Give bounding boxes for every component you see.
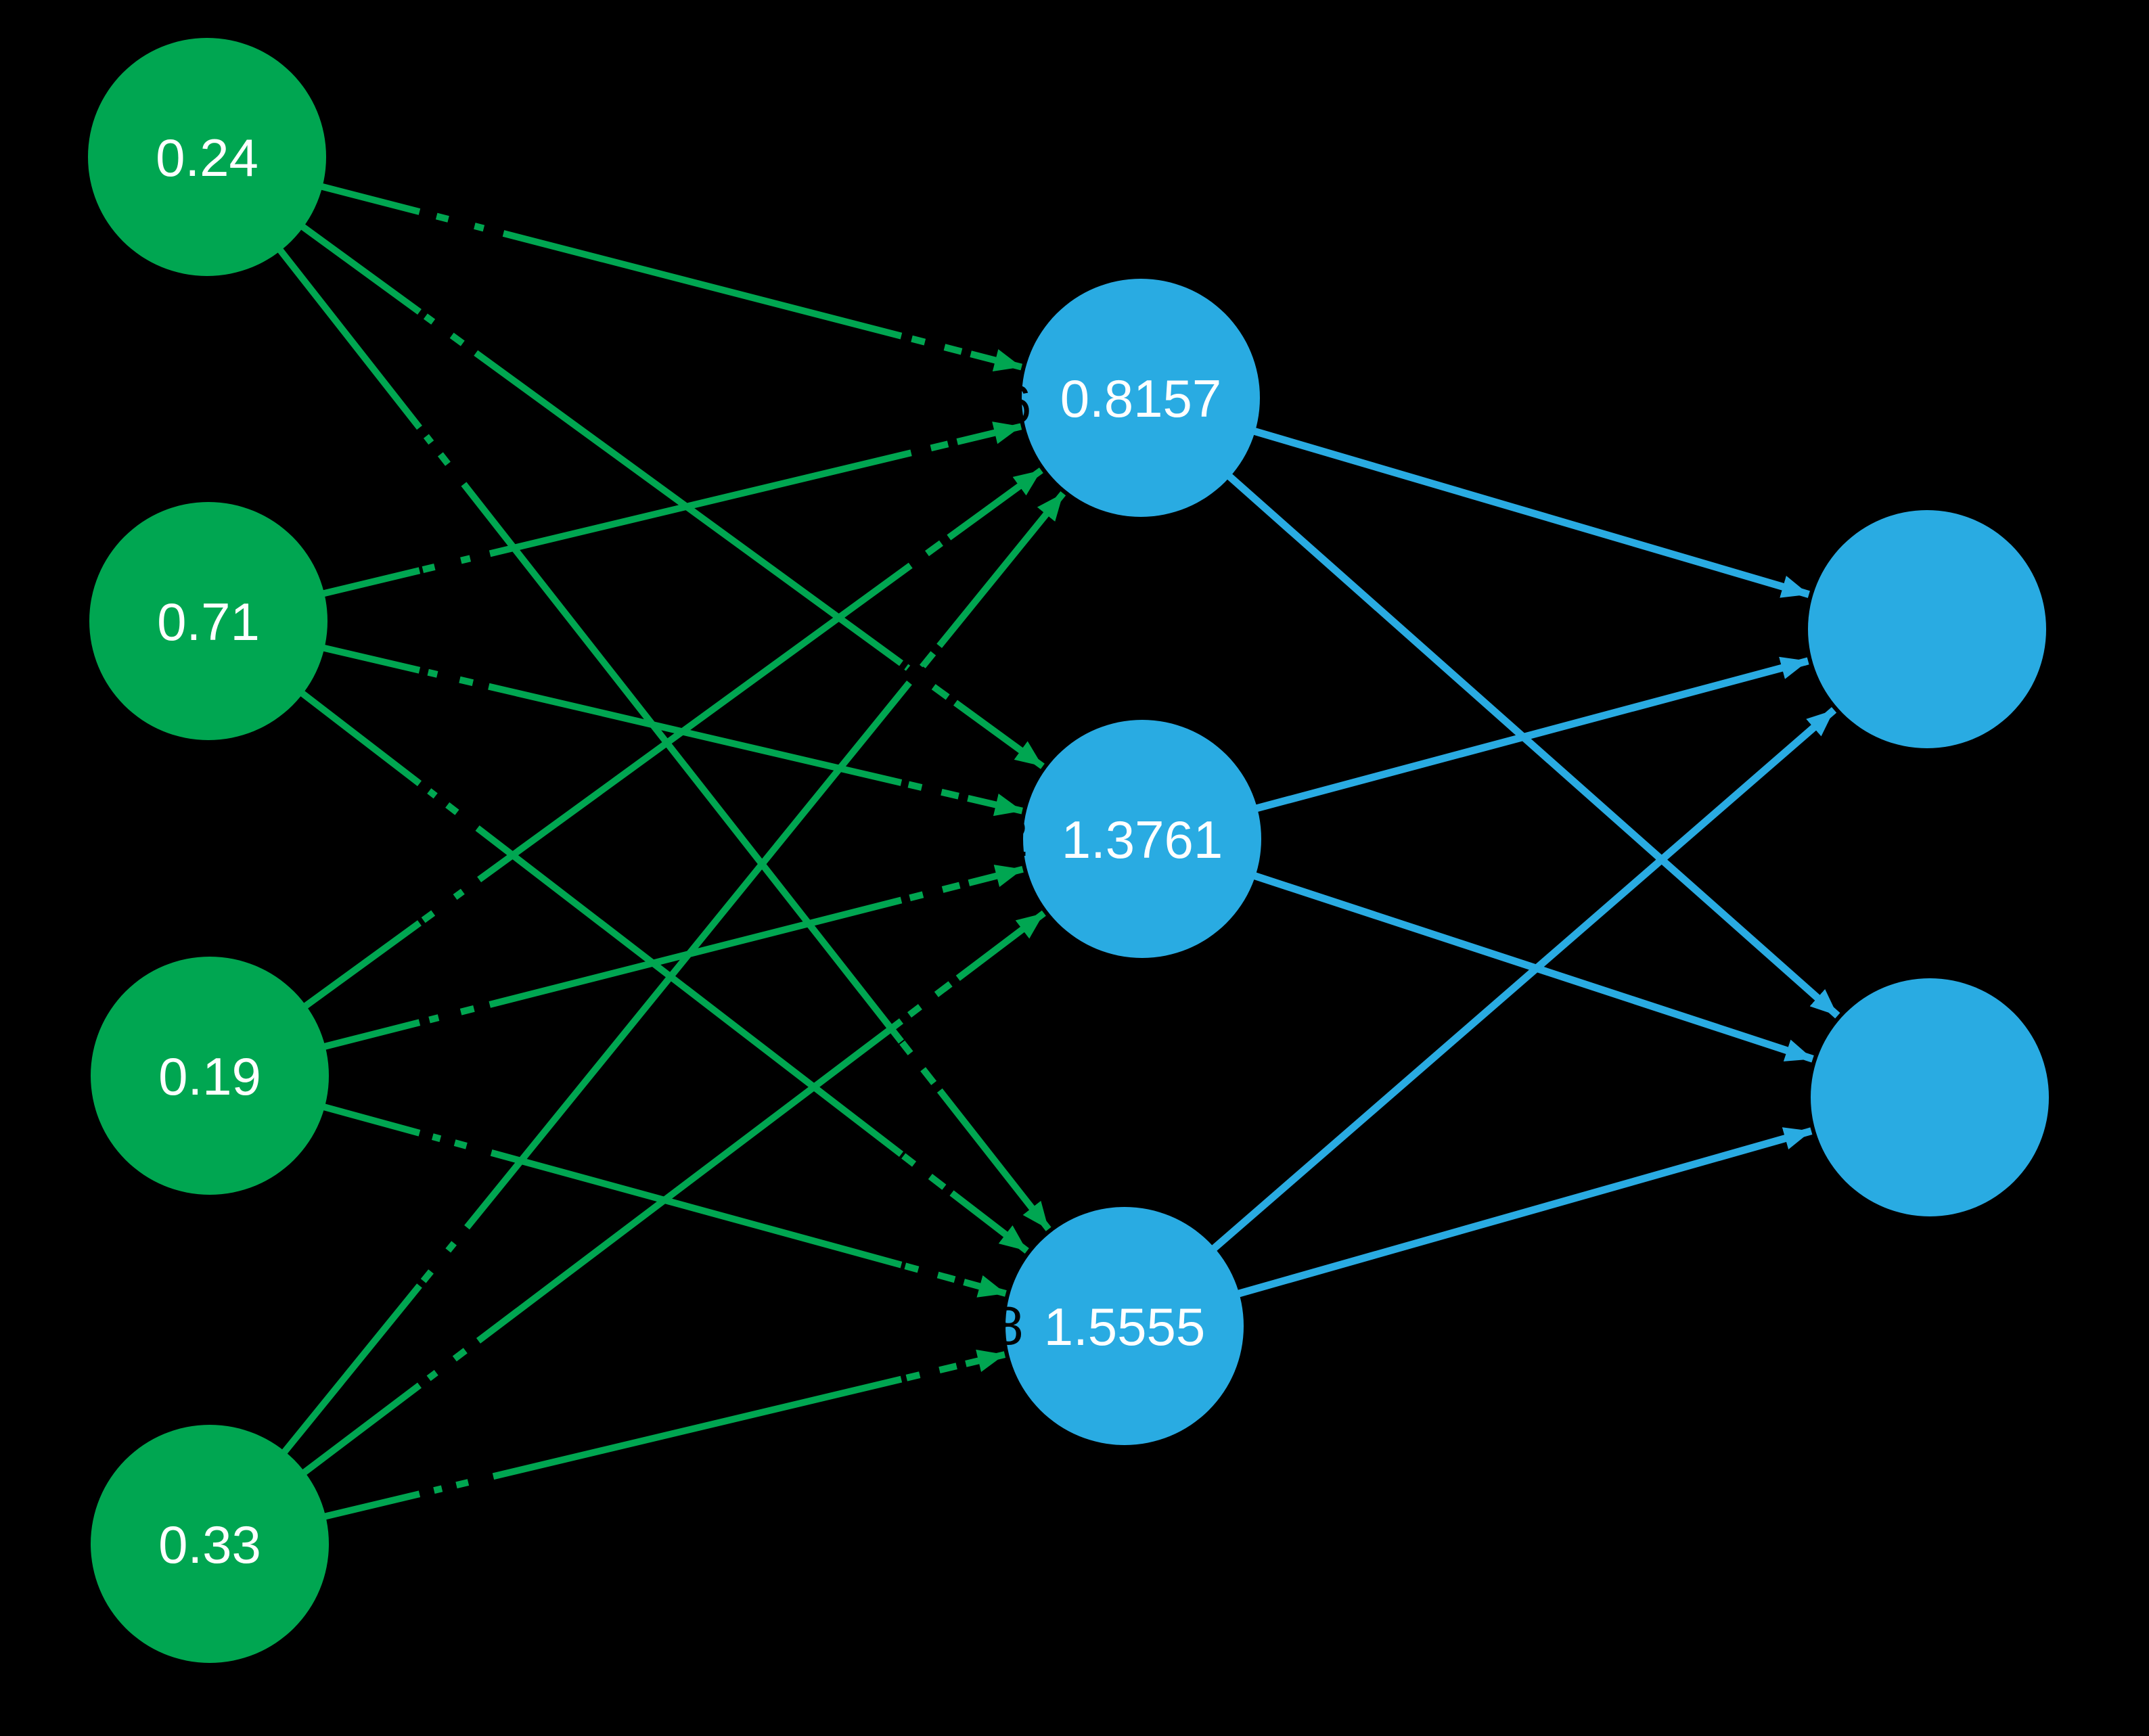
edge-i1-h3 <box>204 154 1051 1231</box>
node-value-i2: 0.71 <box>157 592 260 652</box>
input-node-i3 <box>91 957 329 1195</box>
node-labels-layer: 0.24 0.71 0.19 0.33 0.8157 1.3761 1.5555 <box>156 128 1223 1574</box>
edge-label-occlusion <box>412 774 552 889</box>
edge-label-occlusion <box>899 326 981 366</box>
edge-label-occlusion <box>899 1350 981 1390</box>
edge-label-occlusion <box>416 1122 548 1179</box>
edge-label-occlusion <box>412 302 552 413</box>
edge-label-occlusion <box>410 1124 554 1294</box>
edge-occlusions-layer <box>410 200 987 1505</box>
edge-label-occlusion <box>417 529 547 582</box>
edge-label-occlusion <box>899 426 981 465</box>
edge-label-occlusion <box>412 822 552 933</box>
edge-label-occlusion <box>893 1035 987 1147</box>
edge-label-fragment-2: 42 <box>968 807 1028 867</box>
edge-i2-h2 <box>207 618 1023 817</box>
edge-label-occlusion <box>412 1281 552 1395</box>
hidden-node-h2 <box>1023 720 1261 958</box>
edge-i4-h3 <box>208 1349 1006 1547</box>
node-value-i4: 0.33 <box>158 1515 261 1574</box>
output-node-o2 <box>1811 978 2049 1216</box>
nodes-layer <box>88 38 2049 1663</box>
edge-label-occlusion <box>895 507 985 580</box>
input-node-i4 <box>91 1425 329 1663</box>
edge-h3-o1 <box>1122 707 1837 1329</box>
node-value-h3: 1.5555 <box>1044 1297 1206 1356</box>
edge-i3-h3 <box>208 1072 1007 1298</box>
edge-label-occlusion <box>416 979 548 1034</box>
edge-fragments-layer: 6 42 88 <box>964 374 1032 1356</box>
edges-layer <box>204 154 1840 1547</box>
edge-i3-h1 <box>208 467 1043 1079</box>
edge-i2-h3 <box>206 618 1029 1254</box>
node-value-h2: 1.3761 <box>1062 810 1223 869</box>
edge-i4-h2 <box>207 910 1046 1547</box>
edge-label-occlusion <box>899 773 981 811</box>
edge-i2-h1 <box>207 421 1022 624</box>
output-node-o1 <box>1808 510 2046 748</box>
edge-label-occlusion <box>410 420 554 595</box>
node-value-i1: 0.24 <box>156 128 258 187</box>
edge-i3-h2 <box>208 865 1024 1079</box>
input-node-i2 <box>89 502 327 740</box>
edge-label-fragment-1: 6 <box>1001 374 1032 434</box>
edge-h1-o2 <box>1138 394 1840 1019</box>
edge-label-occlusion <box>899 870 981 910</box>
hidden-node-h1 <box>1022 279 1260 517</box>
edge-label-occlusion <box>893 591 987 700</box>
input-node-i1 <box>88 38 326 276</box>
node-value-h1: 0.8157 <box>1060 369 1222 428</box>
edge-label-occlusion <box>417 659 547 711</box>
hidden-node-h3 <box>1005 1207 1244 1445</box>
edge-label-occlusion <box>417 1453 547 1505</box>
edge-label-fragment-3: 88 <box>964 1296 1024 1356</box>
node-value-i3: 0.19 <box>158 1047 261 1106</box>
edge-i1-h1 <box>206 154 1023 372</box>
